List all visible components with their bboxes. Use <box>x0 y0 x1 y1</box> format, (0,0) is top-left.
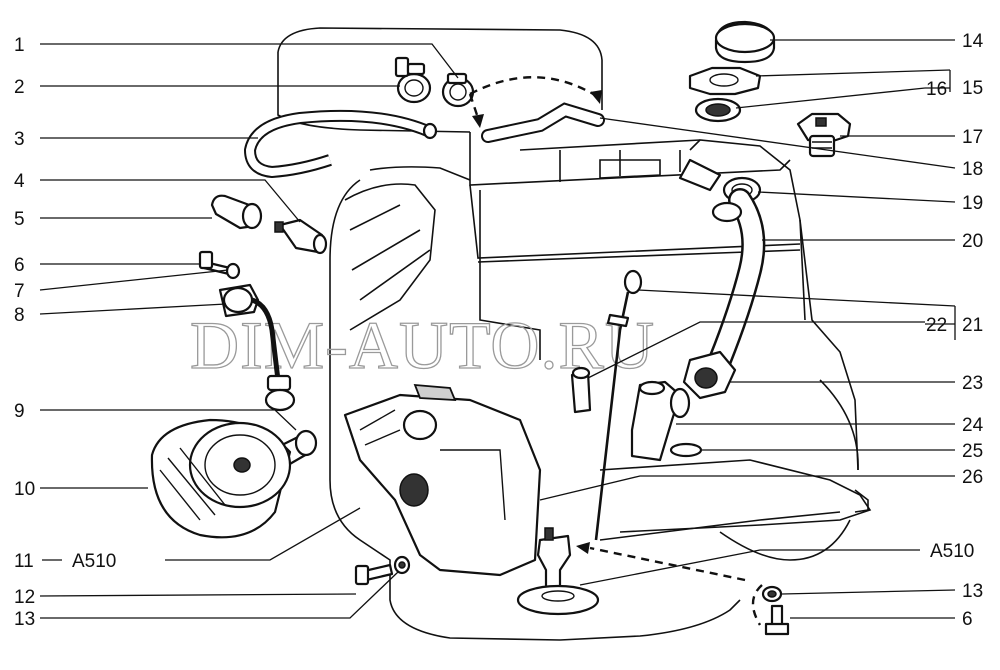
oil-pump-housing <box>343 383 542 577</box>
callout-8: 8 <box>14 305 25 326</box>
callout-2: 2 <box>14 77 25 98</box>
oil-pressure-sensor <box>274 218 328 255</box>
callout-a510-right: A510 <box>930 541 974 562</box>
callout-13: 13 <box>14 609 35 630</box>
oil-filler-cap <box>714 20 776 64</box>
bolt-6-right <box>764 604 790 636</box>
callout-20: 20 <box>962 231 983 252</box>
callout-25: 25 <box>962 441 983 462</box>
hose-clamp-23 <box>682 350 737 400</box>
washer-7 <box>225 262 241 280</box>
callout-4: 4 <box>14 171 25 192</box>
cap-seal-16 <box>694 97 742 123</box>
bolt-6 <box>198 250 232 276</box>
callout-17: 17 <box>962 127 983 148</box>
callout-1: 1 <box>14 35 25 56</box>
bolt-12 <box>354 563 394 586</box>
callout-14: 14 <box>962 31 984 52</box>
callout-6: 6 <box>14 255 25 276</box>
vent-hose-20 <box>708 188 766 372</box>
oil-separator-tube <box>630 380 691 462</box>
callout-16: 16 <box>926 79 947 100</box>
breather-hose <box>244 109 438 178</box>
cap-gasket-15 <box>688 66 762 96</box>
callout-10: 10 <box>14 479 35 500</box>
callout-6-right: 6 <box>962 609 973 630</box>
callout-22: 22 <box>926 315 947 336</box>
washer-13-left <box>393 555 411 575</box>
callout-11: 11 <box>14 551 34 572</box>
knock-sensor <box>218 283 296 412</box>
callouts-left: 1 2 3 4 5 6 7 8 9 10 11 A510 12 13 <box>14 35 116 630</box>
callout-19: 19 <box>962 193 983 214</box>
callout-7: 7 <box>14 281 25 302</box>
callout-12: 12 <box>14 587 35 608</box>
washer-13-right <box>761 585 783 603</box>
engine-block-outline <box>277 27 872 641</box>
vent-hose-18 <box>481 102 605 143</box>
callout-11-ref: A510 <box>72 551 116 572</box>
callout-13-right: 13 <box>962 581 983 602</box>
callout-24: 24 <box>962 415 984 436</box>
hose-clamp-2 <box>394 56 432 104</box>
callout-5: 5 <box>14 209 25 230</box>
callout-23: 23 <box>962 373 983 394</box>
callout-15: 15 <box>962 78 983 99</box>
sensor-boot <box>210 194 263 230</box>
callout-26: 26 <box>962 467 983 488</box>
assembly-arrows <box>468 76 763 626</box>
callout-21: 21 <box>962 315 983 336</box>
oil-pump-pickup <box>516 527 600 616</box>
hose-clamp-1 <box>441 72 475 108</box>
callout-9: 9 <box>14 401 25 422</box>
filler-plug-17 <box>796 112 852 158</box>
leader-lines <box>39 39 956 619</box>
dipstick <box>570 269 643 541</box>
callouts-right: 14 15 16 17 18 19 20 21 22 23 24 25 26 A… <box>926 31 984 630</box>
o-ring-25 <box>669 442 703 458</box>
callout-3: 3 <box>14 129 25 150</box>
oil-filter <box>150 418 292 539</box>
callout-18: 18 <box>962 159 983 180</box>
